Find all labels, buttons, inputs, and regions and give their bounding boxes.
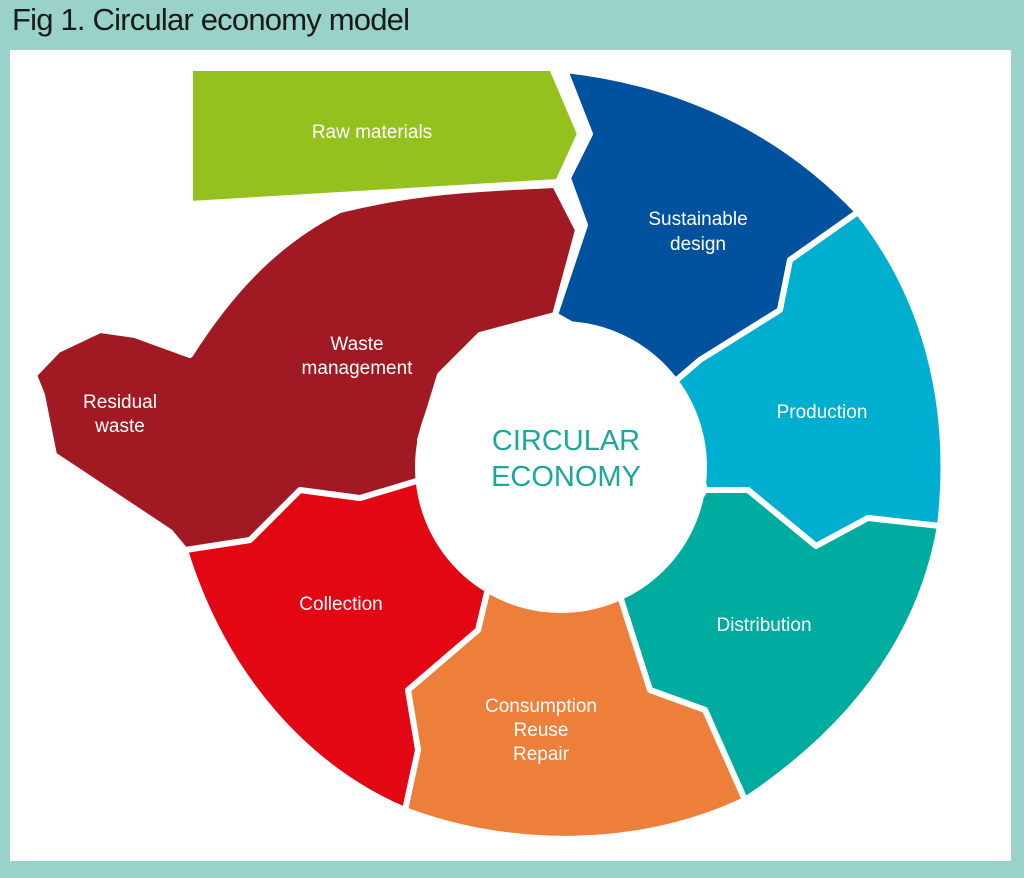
residual-waste-label-line2: waste (94, 416, 145, 437)
center-label-line2: ECONOMY (491, 461, 641, 493)
consumption-label-line1: Consumption (485, 696, 597, 717)
raw-materials-segment (187, 65, 583, 207)
waste-management-label-line1: Waste (330, 334, 383, 355)
sustainable-design-label-line2: design (670, 234, 726, 255)
waste-management-segment (31, 182, 581, 553)
collection-label: Collection (299, 594, 382, 615)
waste-management-label-line2: management (302, 358, 414, 379)
residual-waste-label-line1: Residual (83, 392, 157, 413)
center-label-line1: CIRCULAR (492, 425, 640, 457)
raw-materials-label: Raw materials (312, 122, 432, 143)
production-label: Production (777, 402, 868, 423)
sustainable-design-label-line1: Sustainable (648, 209, 747, 230)
consumption-label-line2: Reuse (514, 720, 569, 741)
figure-title: Fig 1. Circular economy model (12, 2, 410, 37)
consumption-label-line3: Repair (513, 744, 570, 765)
distribution-label: Distribution (716, 615, 811, 636)
circular-economy-diagram: Raw materials Sustainable design Product… (31, 65, 947, 842)
center-circle (415, 321, 707, 613)
diagram-panel: Raw materials Sustainable design Product… (10, 50, 1011, 861)
